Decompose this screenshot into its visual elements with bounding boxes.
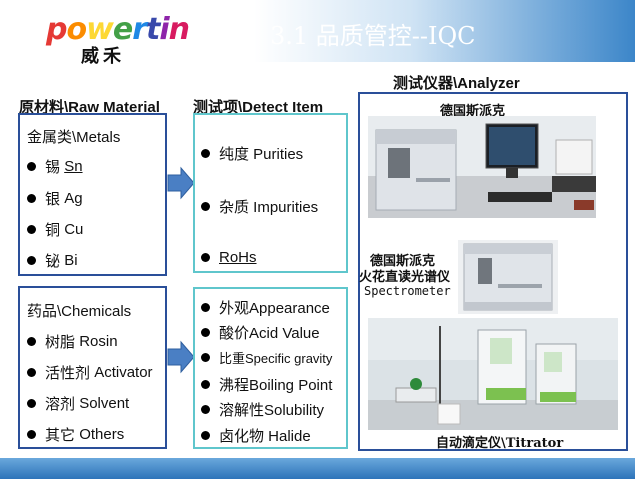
metals-box bbox=[18, 113, 167, 276]
bullet-icon bbox=[201, 328, 210, 337]
chemical-item-others: 其它 Others bbox=[27, 424, 124, 445]
analyzer-caption-2-line3: Spectrometer bbox=[364, 284, 451, 298]
bullet-icon bbox=[27, 399, 36, 408]
logo-letter: i bbox=[159, 12, 169, 47]
detect-item-impurities: 杂质 Impurities bbox=[201, 196, 318, 217]
detect-item-rohs: RoHs bbox=[201, 249, 257, 266]
spectrometer-photo bbox=[458, 240, 558, 314]
detect-item-specific-gravity: 比重Specific gravity bbox=[201, 348, 332, 367]
detect-item-purities: 纯度 Purities bbox=[201, 143, 303, 164]
bullet-icon bbox=[27, 430, 36, 439]
detect-item-heading: 测试项\Detect Item bbox=[193, 99, 324, 116]
metal-item-sn: 锡 Sn bbox=[27, 156, 83, 177]
analyzer-caption-2-line1: 德国斯派克 bbox=[370, 254, 436, 269]
analyzer-heading: 测试仪器\Analyzer bbox=[393, 75, 520, 92]
chemicals-title: 药品\Chemicals bbox=[27, 303, 132, 320]
logo-letter: p bbox=[46, 12, 68, 47]
bullet-icon bbox=[201, 149, 210, 158]
header-bar bbox=[0, 0, 635, 62]
detect-metals-box bbox=[193, 113, 348, 273]
logo-letter: e bbox=[112, 12, 133, 47]
bullet-icon bbox=[201, 405, 210, 414]
bullet-icon bbox=[27, 368, 36, 377]
logo-letter: r bbox=[132, 12, 147, 47]
metal-item-cu: 铜 Cu bbox=[27, 219, 83, 240]
bullet-icon bbox=[201, 253, 210, 262]
logo-letter: n bbox=[168, 12, 190, 47]
bullet-icon bbox=[201, 431, 210, 440]
chemical-item-rosin: 树脂 Rosin bbox=[27, 331, 118, 352]
slide-title: 3.1 品质管控--IQC bbox=[270, 22, 476, 50]
bullet-icon bbox=[201, 380, 210, 389]
bullet-icon bbox=[201, 353, 210, 362]
metals-title: 金属类\Metals bbox=[27, 129, 121, 146]
brand-logo: powertin bbox=[46, 12, 190, 47]
detect-item-boiling-point: 沸程Boiling Point bbox=[201, 374, 332, 395]
detect-item-acid-value: 酸价Acid Value bbox=[201, 322, 320, 343]
detect-item-halide: 卤化物 Halide bbox=[201, 425, 311, 446]
bullet-icon bbox=[201, 202, 210, 211]
bullet-icon bbox=[27, 162, 36, 171]
analyzer-caption-1: 德国斯派克 bbox=[440, 104, 506, 119]
brand-logo-chinese: 威禾 bbox=[81, 46, 125, 67]
spectrometer-with-computer-photo bbox=[368, 116, 596, 218]
chemicals-box bbox=[18, 286, 167, 449]
bullet-icon bbox=[27, 225, 36, 234]
footer-bar bbox=[0, 458, 635, 479]
bullet-icon bbox=[201, 303, 210, 312]
detect-item-appearance: 外观Appearance bbox=[201, 297, 330, 318]
arrow-right-icon bbox=[167, 340, 195, 374]
arrow-right-icon bbox=[167, 166, 195, 200]
bullet-icon bbox=[27, 194, 36, 203]
raw-material-heading: 原材料\Raw Material bbox=[19, 99, 160, 116]
bullet-icon bbox=[27, 256, 36, 265]
detect-chemicals-box bbox=[193, 287, 348, 449]
chemical-item-activator: 活性剂 Activator bbox=[27, 362, 153, 383]
analyzer-caption-2-line2: 火花直读光谱仪 bbox=[359, 270, 451, 285]
detect-item-solubility: 溶解性Solubility bbox=[201, 399, 324, 420]
analyzer-caption-3: 自动滴定仪\Titrator bbox=[436, 436, 564, 451]
logo-letter: t bbox=[145, 12, 160, 47]
titrator-photo bbox=[368, 318, 618, 430]
metal-item-bi: 铋 Bi bbox=[27, 250, 78, 271]
chemical-item-solvent: 溶剂 Solvent bbox=[27, 393, 129, 414]
logo-letter: o bbox=[66, 12, 87, 47]
metal-item-ag: 银 Ag bbox=[27, 188, 83, 209]
bullet-icon bbox=[27, 337, 36, 346]
logo-letter: w bbox=[86, 12, 114, 47]
